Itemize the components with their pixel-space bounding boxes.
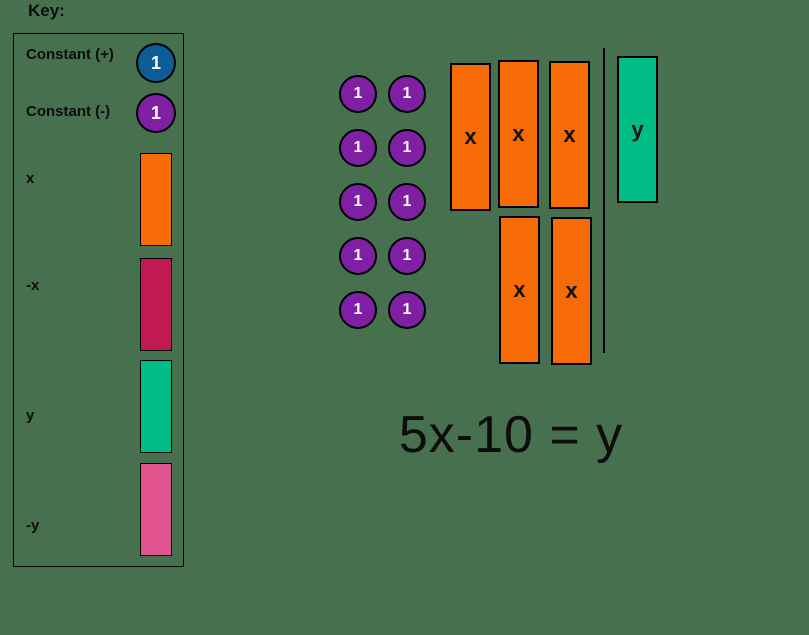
y-tile[interactable]: y: [617, 56, 658, 203]
key-label-y: y: [26, 407, 35, 424]
x-tile[interactable]: x: [499, 216, 540, 364]
key-label-neg-y: -y: [26, 517, 40, 534]
equals-divider-line: [603, 48, 605, 353]
negative-unit-icon: 1: [136, 93, 176, 133]
x-tile[interactable]: x: [551, 217, 592, 365]
negative-units-group: 1 1 1 1 1 1 1 1 1 1: [339, 75, 426, 329]
key-label-constant-positive: Constant (+): [26, 46, 114, 63]
key-label-constant-negative: Constant (-): [26, 103, 111, 120]
key-label-neg-x: -x: [26, 277, 40, 294]
key-label-x: x: [26, 170, 35, 187]
negative-unit-tile[interactable]: 1: [339, 291, 377, 329]
negative-unit-tile[interactable]: 1: [388, 129, 426, 167]
negative-unit-tile[interactable]: 1: [388, 291, 426, 329]
negative-unit-tile[interactable]: 1: [339, 183, 377, 221]
negative-unit-tile[interactable]: 1: [388, 183, 426, 221]
positive-unit-value: 1: [150, 52, 161, 73]
x-tile-swatch: [140, 153, 172, 246]
negative-unit-value: 1: [150, 102, 161, 123]
x-tile[interactable]: x: [498, 60, 539, 208]
key-title: Key:: [28, 1, 65, 20]
neg-x-tile-swatch: [140, 258, 172, 351]
negative-unit-tile[interactable]: 1: [339, 129, 377, 167]
negative-unit-tile[interactable]: 1: [339, 75, 377, 113]
negative-unit-tile[interactable]: 1: [339, 237, 377, 275]
x-tile[interactable]: x: [549, 61, 590, 209]
x-tile[interactable]: x: [450, 63, 491, 211]
negative-unit-tile[interactable]: 1: [388, 237, 426, 275]
equation-text: 5x-10 = y: [398, 406, 624, 464]
neg-y-tile-swatch: [140, 463, 172, 556]
negative-unit-tile[interactable]: 1: [388, 75, 426, 113]
positive-unit-icon: 1: [136, 43, 176, 83]
key-legend-box: Constant (+) 1 Constant (-) 1 x -x y -y: [13, 33, 184, 567]
y-tile-swatch: [140, 360, 172, 453]
